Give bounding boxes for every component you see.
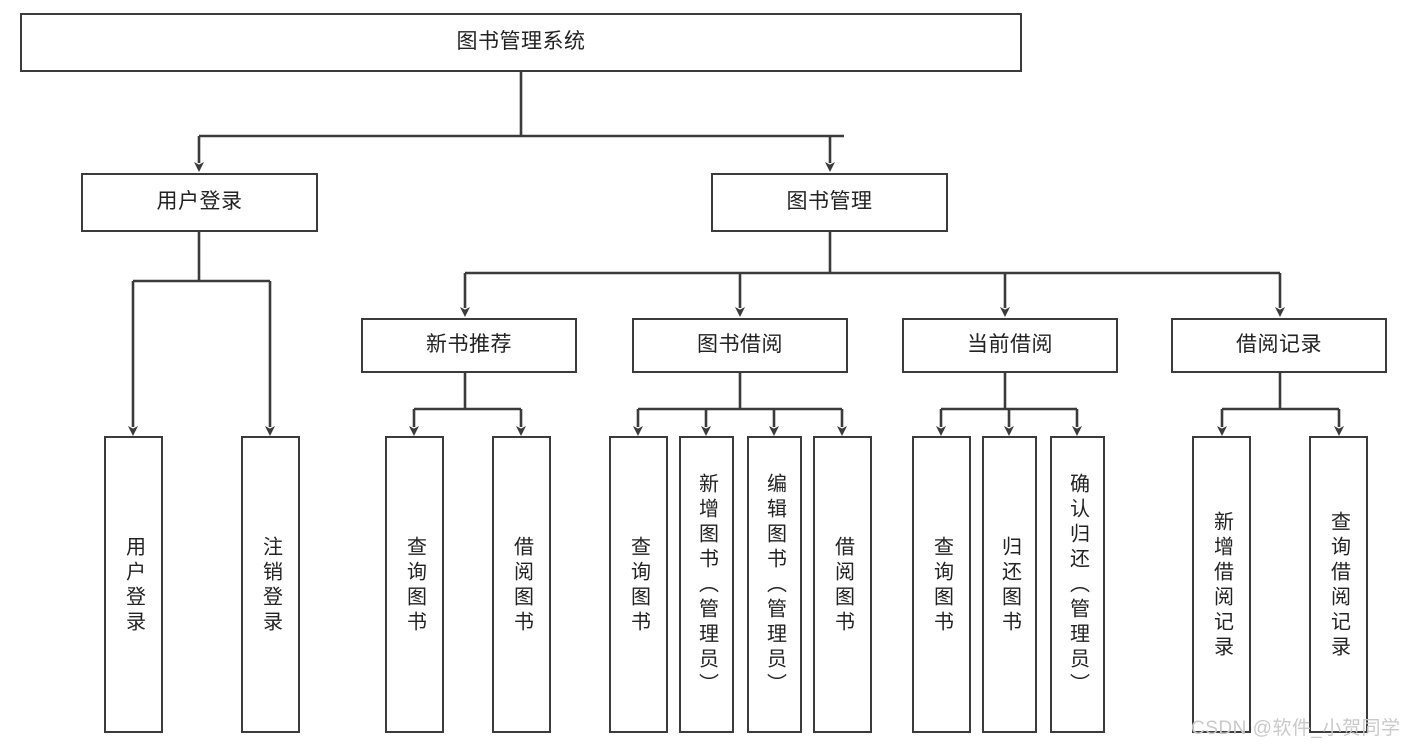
node-label: 图书借阅	[697, 333, 783, 357]
node-label: 新书推荐	[426, 333, 512, 357]
leaf-label: 确认归还（管理员）	[1066, 473, 1089, 698]
watermark: CSDN @软件_小贺同学	[1191, 718, 1401, 739]
leaf-label: 查询借阅记录	[1327, 510, 1350, 661]
node-label: 当前借阅	[967, 333, 1053, 357]
node-new-book-recommend[interactable]: 新书推荐	[361, 318, 577, 373]
node-current-borrow[interactable]: 当前借阅	[902, 318, 1118, 373]
leaf-edit-book-admin[interactable]: 编辑图书（管理员）	[747, 436, 802, 733]
leaf-label: 注销登录	[259, 535, 282, 636]
node-book-management-system[interactable]: 图书管理系统	[20, 13, 1022, 72]
leaf-label: 用户登录	[122, 535, 145, 636]
node-label: 图书管理	[786, 190, 873, 214]
leaf-query-book-3[interactable]: 查询图书	[912, 436, 971, 733]
leaf-label: 新增图书（管理员）	[695, 473, 718, 698]
leaf-label: 编辑图书（管理员）	[763, 473, 786, 698]
leaf-label: 借阅图书	[510, 535, 533, 636]
leaf-borrow-book-2[interactable]: 借阅图书	[813, 436, 872, 733]
leaf-label: 查询图书	[627, 535, 650, 636]
node-book-borrow[interactable]: 图书借阅	[632, 318, 848, 373]
node-book-management[interactable]: 图书管理	[711, 173, 948, 232]
leaf-label: 借阅图书	[831, 535, 854, 636]
leaf-label: 归还图书	[998, 535, 1021, 636]
leaf-label: 查询图书	[403, 535, 426, 636]
leaf-add-borrow-record[interactable]: 新增借阅记录	[1192, 436, 1251, 733]
leaf-confirm-return-admin[interactable]: 确认归还（管理员）	[1050, 436, 1105, 733]
leaf-label: 新增借阅记录	[1210, 510, 1233, 661]
leaf-return-book[interactable]: 归还图书	[982, 436, 1037, 733]
node-label: 用户登录	[156, 190, 243, 214]
leaf-query-book-1[interactable]: 查询图书	[385, 436, 444, 733]
leaf-logout-login[interactable]: 注销登录	[241, 436, 300, 733]
leaf-user-login[interactable]: 用户登录	[104, 436, 163, 733]
node-user-login[interactable]: 用户登录	[81, 173, 318, 232]
node-label: 图书管理系统	[456, 30, 586, 54]
leaf-borrow-book-1[interactable]: 借阅图书	[492, 436, 551, 733]
leaf-add-book-admin[interactable]: 新增图书（管理员）	[679, 436, 734, 733]
leaf-query-borrow-record[interactable]: 查询借阅记录	[1309, 436, 1368, 733]
node-borrow-record[interactable]: 借阅记录	[1171, 318, 1387, 373]
leaf-label: 查询图书	[930, 535, 953, 636]
leaf-query-book-2[interactable]: 查询图书	[609, 436, 668, 733]
node-label: 借阅记录	[1236, 333, 1322, 357]
